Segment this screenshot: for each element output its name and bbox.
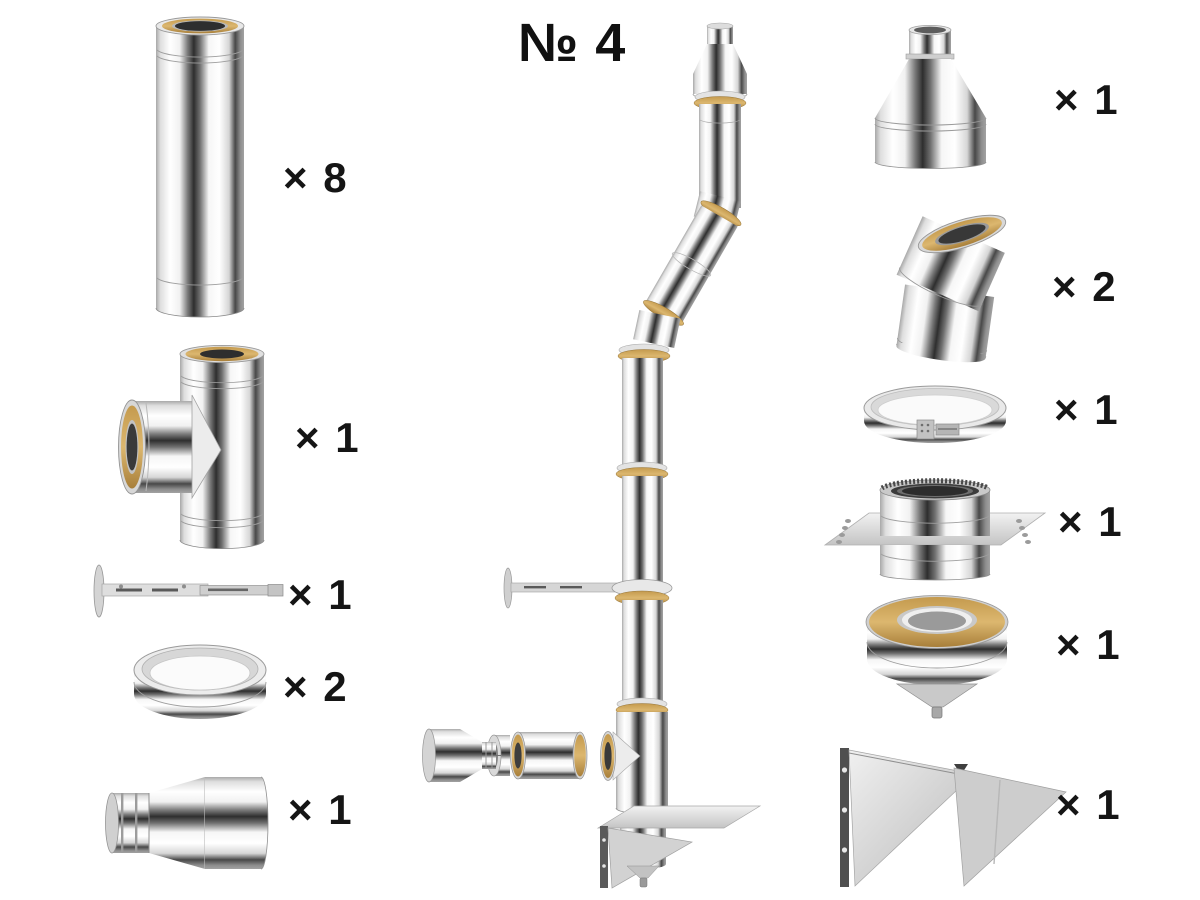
qty-label-condensate: × 1: [1056, 621, 1122, 668]
assembly-diagram-image: [422, 22, 762, 889]
tee-transition-cone: [191, 394, 222, 500]
tee-image: [118, 344, 265, 549]
assembly-wall-rod: [503, 567, 622, 609]
qty-label-clamp: × 1: [1054, 386, 1120, 433]
qty-label-top-cone: × 1: [1054, 76, 1120, 123]
qty-label-straight-pipe: × 8: [283, 154, 349, 201]
pass-through-image: [823, 478, 1047, 581]
clamp-lock: [916, 419, 960, 440]
top-cone-image: [874, 25, 987, 169]
drain-funnel: [895, 683, 979, 708]
clamp-image: [863, 385, 1007, 443]
elbow-image: [896, 214, 1007, 363]
straight-pipe-image: [155, 16, 245, 318]
kit-number-title: № 4: [518, 13, 627, 73]
qty-label-collar-ring: × 2: [283, 663, 349, 710]
qty-label-bracket-rod: × 1: [288, 571, 354, 618]
qty-label-pass-through: × 1: [1058, 498, 1124, 545]
assembly-base-support: [596, 805, 762, 889]
reducer-image: [105, 776, 269, 870]
qty-label-reducer: × 1: [288, 786, 354, 833]
wall-bracket-rod-image: [93, 564, 284, 618]
assembly-branch-pipe: [510, 731, 588, 780]
assembly-reducer: [422, 728, 496, 783]
collar-ring-image: [133, 644, 267, 719]
assembly-tee: [600, 712, 669, 814]
brackets-pair-image: [840, 748, 1067, 887]
assembly-cone-cap: [692, 22, 748, 100]
condensate-cap-image: [865, 595, 1009, 719]
qty-label-tee: × 1: [295, 414, 361, 461]
qty-label-brackets: × 1: [1056, 781, 1122, 828]
serrated-collar: [880, 478, 990, 491]
qty-label-elbow: × 2: [1052, 263, 1118, 310]
